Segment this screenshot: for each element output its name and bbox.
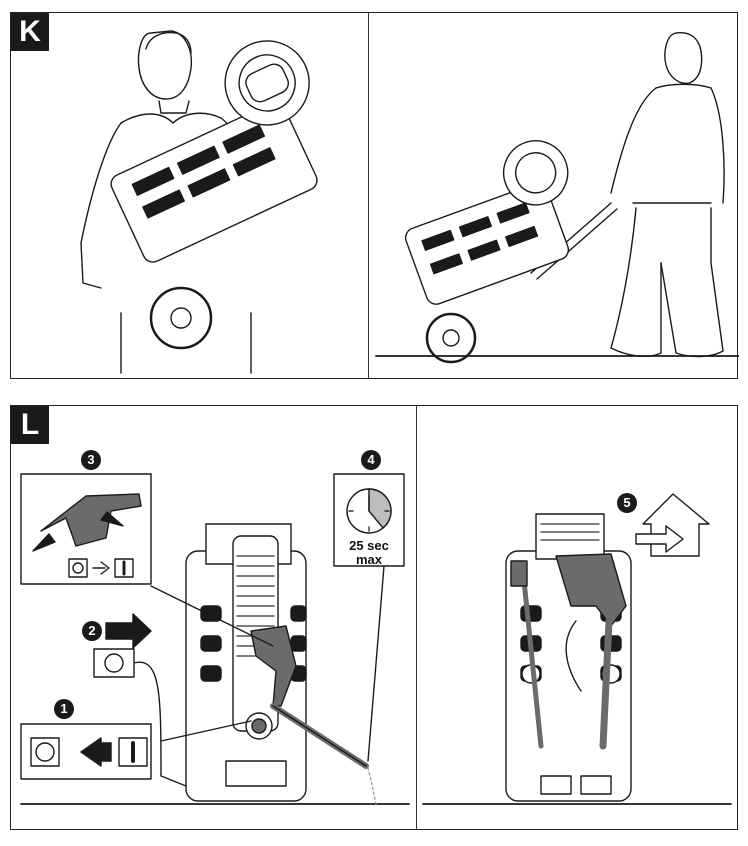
operation-illustration	[20, 473, 732, 805]
step-3-badge: 3	[81, 450, 101, 470]
panel-l-divider	[416, 406, 417, 829]
carry-illustration	[80, 30, 739, 374]
timer-max: max	[355, 552, 383, 567]
timer-duration: 25 sec	[349, 538, 389, 553]
step-4-badge: 4	[361, 450, 381, 470]
step-5-badge: 5	[617, 493, 637, 513]
panel-l: L	[10, 405, 738, 830]
panel-l-label: L	[11, 406, 49, 444]
step-2-badge: 2	[82, 621, 102, 641]
panel-k-divider	[368, 13, 369, 378]
step-1-badge: 1	[54, 699, 74, 719]
panel-k-label: K	[11, 13, 49, 51]
panel-k: K	[10, 12, 739, 379]
